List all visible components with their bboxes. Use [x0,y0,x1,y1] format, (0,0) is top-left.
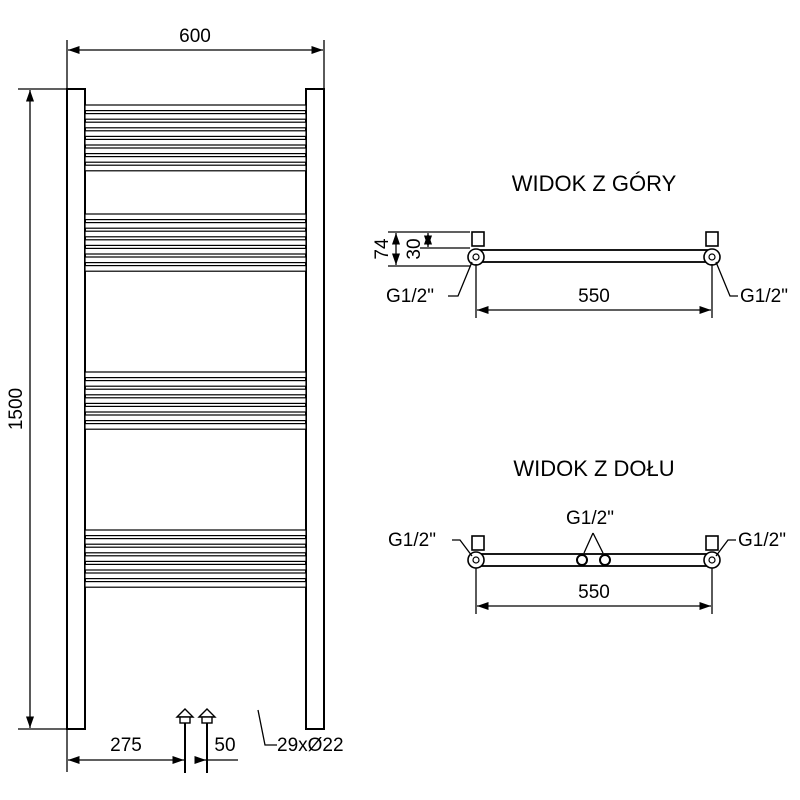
tube-bar [84,580,307,588]
tube-bar [84,230,307,238]
tubes-label: 29xØ22 [277,735,344,756]
width-label: 600 [179,26,211,47]
tube-bar [84,138,307,146]
top-span-label: 550 [578,286,610,307]
tube-bar [84,265,307,272]
depth-label: 74 [372,238,393,260]
tube-bar [84,121,307,129]
bottom-view-title: WIDOK Z DOŁU [513,456,674,481]
top-left-leader [448,261,473,297]
bottom-pipe-right [197,708,217,773]
bottom-span-label: 550 [578,582,610,603]
bottom-left-fitting [467,535,485,569]
bottom-right-conn-label: G1/2" [738,530,786,551]
tube-bar [84,371,307,379]
top-body-bar [477,249,713,263]
bottom-view: WIDOK Z DOŁU G1/2" G1/2" G1/2" 55 [388,456,786,614]
left-rail [66,88,86,730]
bottom-center-leader-left [583,532,594,554]
tube-bar [84,555,307,562]
tube-bar [84,256,307,264]
tube-bar [84,529,307,537]
top-right-conn-label: G1/2" [740,286,788,307]
tube-bar [84,112,307,120]
bottom-center-leader-right [592,532,604,554]
tube-bar [84,213,307,221]
tube-bar [84,537,307,545]
tube-bar [84,164,307,172]
height-label: 1500 [6,388,27,430]
tube-bar [84,247,307,255]
top-right-fitting [703,231,721,266]
bottom-center-fitting-left [576,554,588,566]
inner-depth-label: 30 [404,238,425,259]
tube-bar [84,397,307,404]
top-left-conn-label: G1/2" [386,286,434,307]
tube-bar [84,380,307,387]
bottom-pipe-left [175,708,195,773]
bottom-center-fitting-right [599,554,611,566]
bottom-center-conn-label: G1/2" [566,508,614,529]
tube-bar [84,104,307,112]
tube-bar [84,546,307,554]
tubes-leader [257,709,277,746]
tube-bar [84,388,307,396]
tube-bars [84,104,307,588]
bottom-left-leader [452,539,473,557]
top-right-leader [715,261,738,297]
tube-bar [84,222,307,229]
tube-bar [84,147,307,155]
tube-bar [84,423,307,430]
tube-bar [84,405,307,413]
top-view-title: WIDOK Z GÓRY [512,171,677,196]
top-left-fitting [467,231,485,266]
bottom-right-leader [715,539,736,557]
tube-bar [84,156,307,163]
bottom-left-conn-label: G1/2" [388,530,436,551]
tube-bar [84,130,307,138]
tube-bar [84,563,307,571]
tube-bar [84,414,307,422]
bottom-body-bar [477,553,713,567]
top-view: WIDOK Z GÓRY 74 30 550 G1/2" [372,171,788,318]
right-rail [305,88,325,730]
bottom-right-fitting [703,535,721,569]
tube-bar [84,239,307,247]
front-view: 600 1500 275 50 29xØ22 [6,26,344,773]
offset-label: 275 [110,735,142,756]
spacing-label: 50 [214,735,235,756]
tube-bar [84,572,307,580]
